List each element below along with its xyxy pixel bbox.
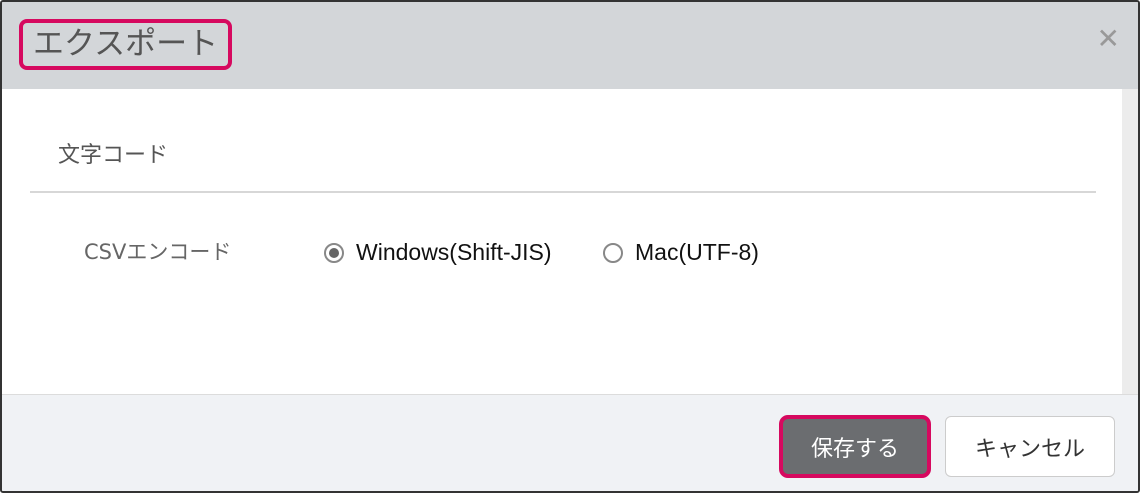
divider — [30, 191, 1096, 193]
dialog-title: エクスポート — [19, 19, 233, 70]
dialog-header: エクスポート ✕ — [2, 2, 1138, 89]
save-button[interactable]: 保存する — [779, 415, 931, 478]
radio-label: Mac(UTF-8) — [635, 239, 759, 265]
scrollbar[interactable] — [1122, 89, 1138, 394]
radio-mac-utf8[interactable]: Mac(UTF-8) — [603, 239, 759, 266]
radio-label: Windows(Shift-JIS) — [356, 239, 552, 265]
radio-unchecked-icon — [603, 242, 623, 263]
radio-checked-icon — [324, 242, 344, 263]
dialog-footer: 保存する キャンセル — [2, 394, 1138, 491]
dialog-body: 文字コード CSVエンコード Windows(Shift-JIS) Mac(UT… — [2, 89, 1124, 394]
close-icon[interactable]: ✕ — [1096, 22, 1120, 55]
section-title: 文字コード — [58, 143, 169, 168]
radio-windows-shift-jis[interactable]: Windows(Shift-JIS) — [324, 239, 552, 266]
csv-encoding-label: CSVエンコード — [84, 240, 232, 264]
cancel-button[interactable]: キャンセル — [945, 416, 1115, 477]
